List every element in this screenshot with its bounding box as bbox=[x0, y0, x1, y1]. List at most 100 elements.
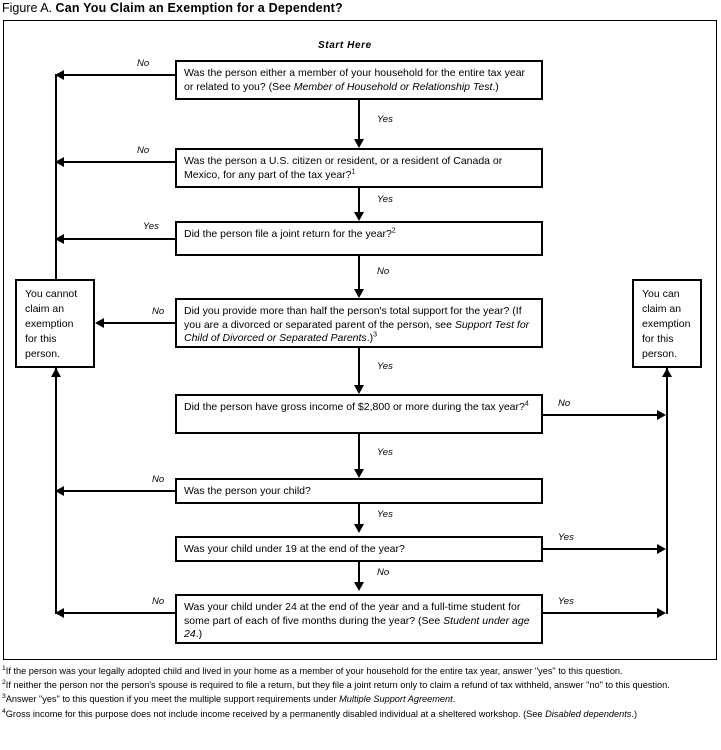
edge-label-q3-yes: Yes bbox=[143, 221, 159, 232]
arrow-up-into-can-claim bbox=[662, 368, 672, 377]
q4-text-b: .) bbox=[366, 332, 374, 344]
edge-q5-no-line bbox=[543, 414, 661, 416]
figure-frame bbox=[3, 20, 717, 660]
question-box-was-person-your-child[interactable]: Was the person your child? bbox=[175, 478, 543, 504]
edge-q6-no-line bbox=[60, 490, 175, 492]
edge-q6-yes-arrowhead bbox=[354, 524, 364, 533]
edge-label-q2-no: No bbox=[137, 145, 150, 156]
q1-text-b: .) bbox=[492, 80, 499, 93]
edge-q1-yes-arrowhead bbox=[354, 139, 364, 148]
q7-text-a: Was your child under 19 at the end of th… bbox=[184, 543, 405, 555]
edge-q2-yes-line bbox=[358, 188, 360, 213]
question-box-joint-return[interactable]: Did the person file a joint return for t… bbox=[175, 221, 543, 256]
edge-q7-no-arrowhead bbox=[354, 582, 364, 591]
edge-q4-no-arrowhead bbox=[95, 318, 104, 328]
edge-q5-yes-arrowhead bbox=[354, 469, 364, 478]
figure-label: Figure A. bbox=[2, 1, 53, 15]
edge-label-q3-no: No bbox=[377, 266, 390, 277]
edge-q2-yes-arrowhead bbox=[354, 212, 364, 221]
edge-q7-no-line bbox=[358, 562, 360, 582]
q4-footnote-marker: 3 bbox=[373, 331, 378, 339]
figure-title: Figure A. Can You Claim an Exemption for… bbox=[2, 1, 343, 15]
footnote-4-text-a: Gross income for this purpose does not i… bbox=[5, 708, 546, 719]
question-box-household-or-relationship[interactable]: Was the person either a member of your h… bbox=[175, 60, 543, 100]
footnote-4-marker: 4 bbox=[2, 707, 6, 715]
q1-text-italic: Member of Household or Relationship Test bbox=[293, 80, 493, 93]
footnote-3-text-b: . bbox=[452, 694, 456, 705]
edge-q5-no-arrowhead bbox=[657, 410, 666, 420]
edge-q7-yes-arrowhead bbox=[657, 544, 666, 554]
footnote-4-text-italic: Disabled dependents bbox=[545, 708, 632, 719]
edge-q6-no-arrowhead bbox=[55, 486, 64, 496]
question-box-support-test[interactable]: Did you provide more than half the perso… bbox=[175, 298, 543, 348]
question-box-citizen-or-resident[interactable]: Was the person a U.S. citizen or residen… bbox=[175, 148, 543, 188]
edge-label-q8-no: No bbox=[152, 596, 165, 607]
edge-label-q6-no: No bbox=[152, 474, 165, 485]
edge-q7-yes-line bbox=[543, 548, 661, 550]
q8-text-a: Was your child under 24 at the end of th… bbox=[184, 601, 521, 627]
edge-q4-yes-arrowhead bbox=[354, 385, 364, 394]
footnote-4: 4Gross income for this purpose does not … bbox=[2, 708, 719, 721]
question-box-child-under-24-student[interactable]: Was your child under 24 at the end of th… bbox=[175, 594, 543, 644]
edge-label-q1-yes: Yes bbox=[377, 114, 393, 125]
q4-text-italic: Support Test for Child of Divorced or Se… bbox=[184, 318, 530, 345]
edge-label-q1-no: No bbox=[137, 58, 150, 69]
question-box-gross-income[interactable]: Did the person have gross income of $2,8… bbox=[175, 394, 543, 434]
q4-text-a: Did you provide more than half the perso… bbox=[184, 305, 522, 331]
edge-q2-no-line bbox=[60, 161, 175, 163]
footnote-2-marker: 2 bbox=[2, 679, 6, 687]
terminal-can-claim-exemption[interactable]: You can claim an exemption for this pers… bbox=[632, 279, 702, 368]
edge-q2-no-arrowhead bbox=[55, 157, 64, 167]
q6-text-a: Was the person your child? bbox=[184, 485, 311, 497]
edge-label-q7-no: No bbox=[377, 567, 390, 578]
edge-q4-yes-line bbox=[358, 348, 360, 385]
q8-text-italic: Student under age 24 bbox=[184, 614, 530, 641]
question-box-child-under-19[interactable]: Was your child under 19 at the end of th… bbox=[175, 536, 543, 562]
can-claim-text: You can claim an exemption for this pers… bbox=[642, 288, 691, 360]
edge-q6-yes-line bbox=[358, 504, 360, 524]
footnote-2: 2If neither the person nor the person's … bbox=[2, 679, 719, 692]
footnote-3-marker: 3 bbox=[2, 693, 6, 701]
edge-q1-yes-line bbox=[358, 100, 360, 139]
edge-q8-no-line bbox=[60, 612, 175, 614]
edge-q8-yes-line bbox=[543, 612, 661, 614]
footnote-1-marker: 1 bbox=[2, 664, 6, 672]
edge-q3-no-arrowhead bbox=[354, 289, 364, 298]
cannot-claim-text: You cannot claim an exemption for this p… bbox=[25, 288, 78, 360]
footnote-3: 3Answer "yes" to this question if you me… bbox=[2, 693, 719, 706]
footnote-2-text: If neither the person nor the person's s… bbox=[5, 680, 670, 691]
edge-label-q5-yes: Yes bbox=[377, 447, 393, 458]
edge-label-q6-yes: Yes bbox=[377, 509, 393, 520]
edge-q3-yes-line bbox=[60, 238, 175, 240]
edge-q3-no-line bbox=[358, 256, 360, 289]
right-collector-line bbox=[666, 368, 668, 614]
edge-q3-yes-arrowhead bbox=[55, 234, 64, 244]
edge-label-q4-yes: Yes bbox=[377, 361, 393, 372]
q2-text-a: Was the person a U.S. citizen or residen… bbox=[184, 155, 503, 181]
edge-q4-no-line bbox=[100, 322, 175, 324]
footnotes: 1If the person was your legally adopted … bbox=[2, 665, 719, 722]
q3-footnote-marker: 2 bbox=[391, 227, 396, 235]
footnote-1-text: If the person was your legally adopted c… bbox=[5, 666, 623, 676]
q1-text-a: Was the person either a member of your h… bbox=[184, 67, 526, 93]
start-here-label: Start Here bbox=[318, 40, 372, 51]
edge-q1-no-arrowhead bbox=[55, 70, 64, 80]
edge-label-q8-yes: Yes bbox=[558, 596, 574, 607]
arrow-up-into-cannot-claim bbox=[51, 368, 61, 377]
q5-text-a: Did the person have gross income of $2,8… bbox=[184, 401, 525, 413]
edge-q8-yes-arrowhead bbox=[657, 608, 666, 618]
edge-q8-no-arrowhead bbox=[55, 608, 64, 618]
footnote-3-text-a: Answer "yes" to this question if you mee… bbox=[5, 694, 340, 705]
edge-q5-yes-line bbox=[358, 434, 360, 469]
q3-text-a: Did the person file a joint return for t… bbox=[184, 228, 392, 240]
footnote-3-text-italic: Multiple Support Agreement bbox=[339, 694, 453, 705]
q8-text-b: .) bbox=[195, 628, 203, 640]
terminal-cannot-claim-exemption[interactable]: You cannot claim an exemption for this p… bbox=[15, 279, 95, 368]
q2-footnote-marker: 1 bbox=[351, 168, 356, 175]
footnote-4-text-b: .) bbox=[631, 708, 638, 719]
edge-label-q7-yes: Yes bbox=[558, 532, 574, 543]
edge-label-q5-no: No bbox=[558, 398, 571, 409]
q5-footnote-marker: 4 bbox=[524, 400, 529, 408]
figure-title-text: Can You Claim an Exemption for a Depende… bbox=[55, 1, 343, 15]
